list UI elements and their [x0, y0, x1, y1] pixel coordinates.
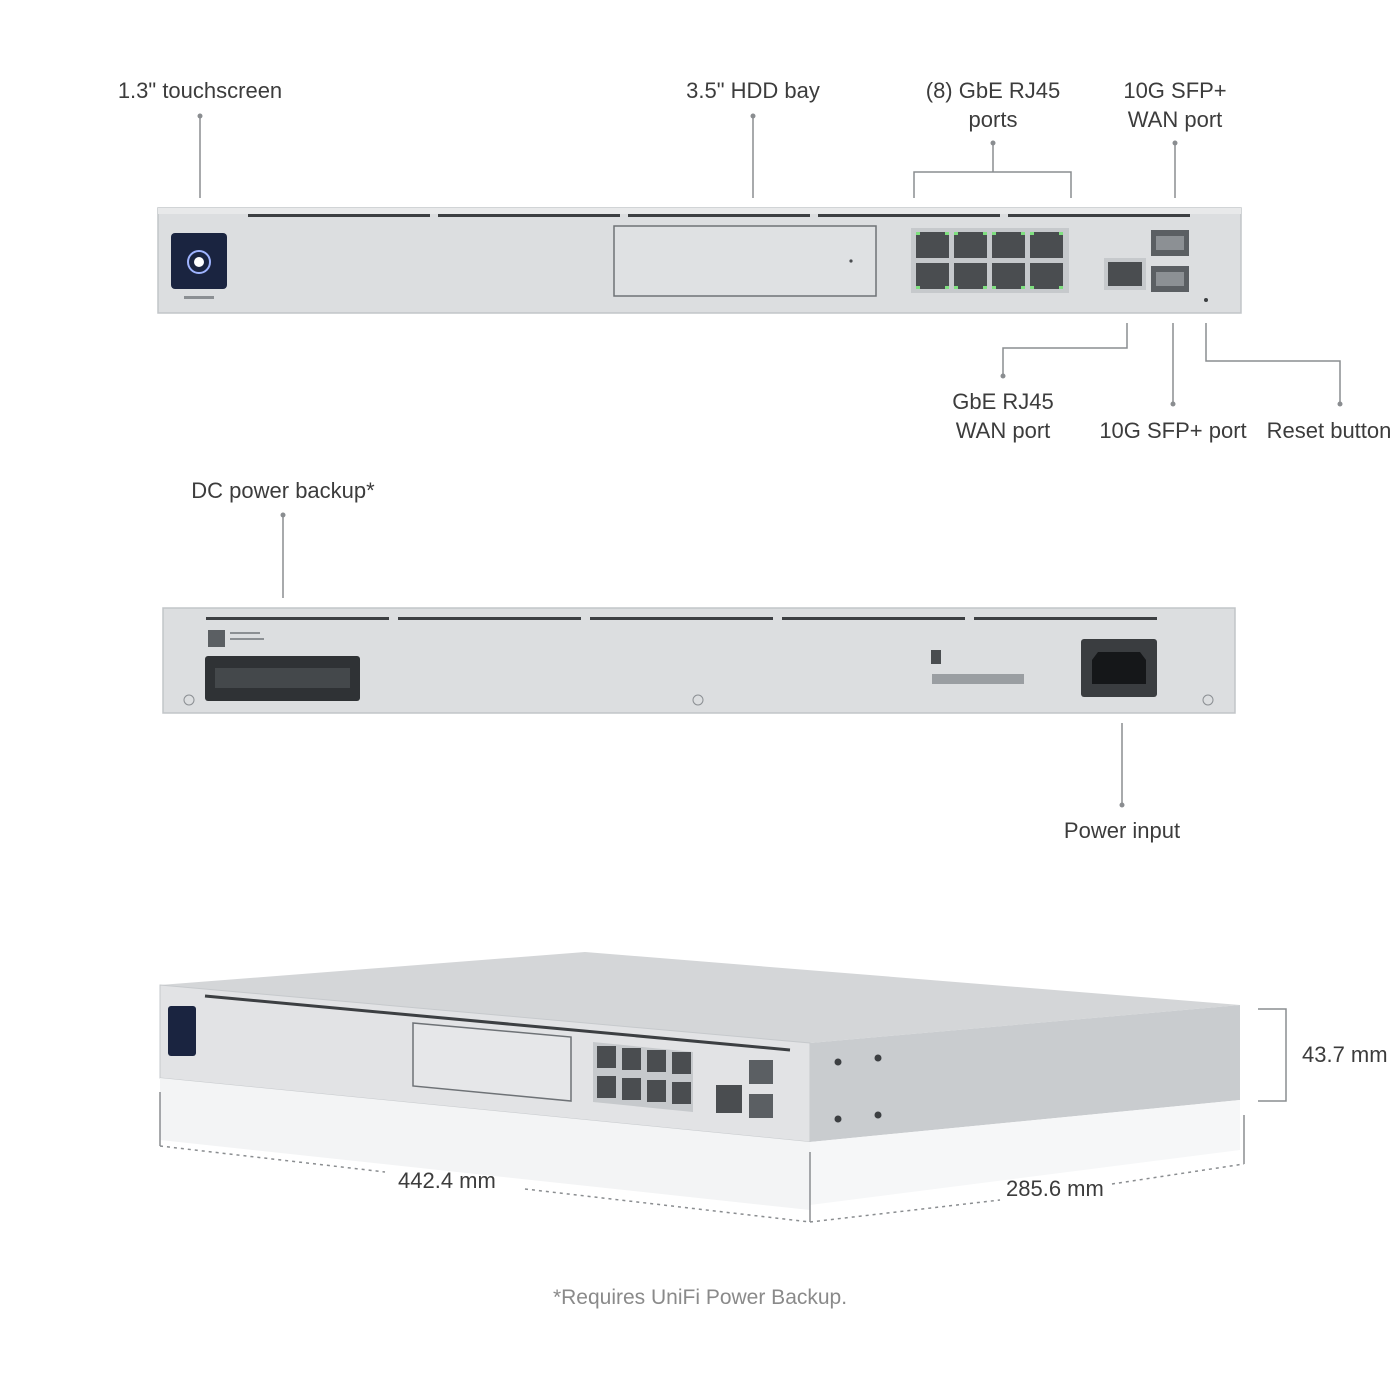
callout-rj45-ports: (8) GbE RJ45 ports [925, 78, 1061, 132]
callout-dc-power-backup: DC power backup* [191, 478, 375, 503]
back-view-device [162, 607, 1236, 714]
reset-button [1204, 298, 1208, 302]
front-callout-lines [197, 113, 1343, 407]
dimension-width: 442.4 mm [398, 1168, 496, 1193]
touchscreen-display [171, 233, 227, 299]
callout-sfp-port: 10G SFP+ port [1099, 418, 1247, 443]
back-callout-lines [280, 512, 1125, 808]
footnote: *Requires UniFi Power Backup. [552, 1286, 848, 1309]
callout-reset-button: Reset button [1266, 418, 1392, 443]
front-view-device [157, 207, 1242, 314]
rj45-ports-block [911, 228, 1069, 293]
sfp-ports [1151, 230, 1189, 292]
callout-sfp-wan-port: 10G SFP+ WAN port [1123, 78, 1227, 132]
callout-hdd-bay: 3.5" HDD bay [686, 78, 820, 103]
callout-power-input: Power input [1063, 818, 1181, 843]
callout-touchscreen: 1.3" touchscreen [117, 78, 283, 103]
dimension-lines [159, 1008, 1287, 1223]
isometric-view-device [159, 952, 1240, 1210]
hdd-bay [613, 225, 877, 297]
dimension-height: 43.7 mm [1302, 1042, 1388, 1067]
dimension-depth: 285.6 mm [1006, 1176, 1104, 1201]
callout-rj45-wan-port: GbE RJ45 WAN port [952, 389, 1054, 443]
